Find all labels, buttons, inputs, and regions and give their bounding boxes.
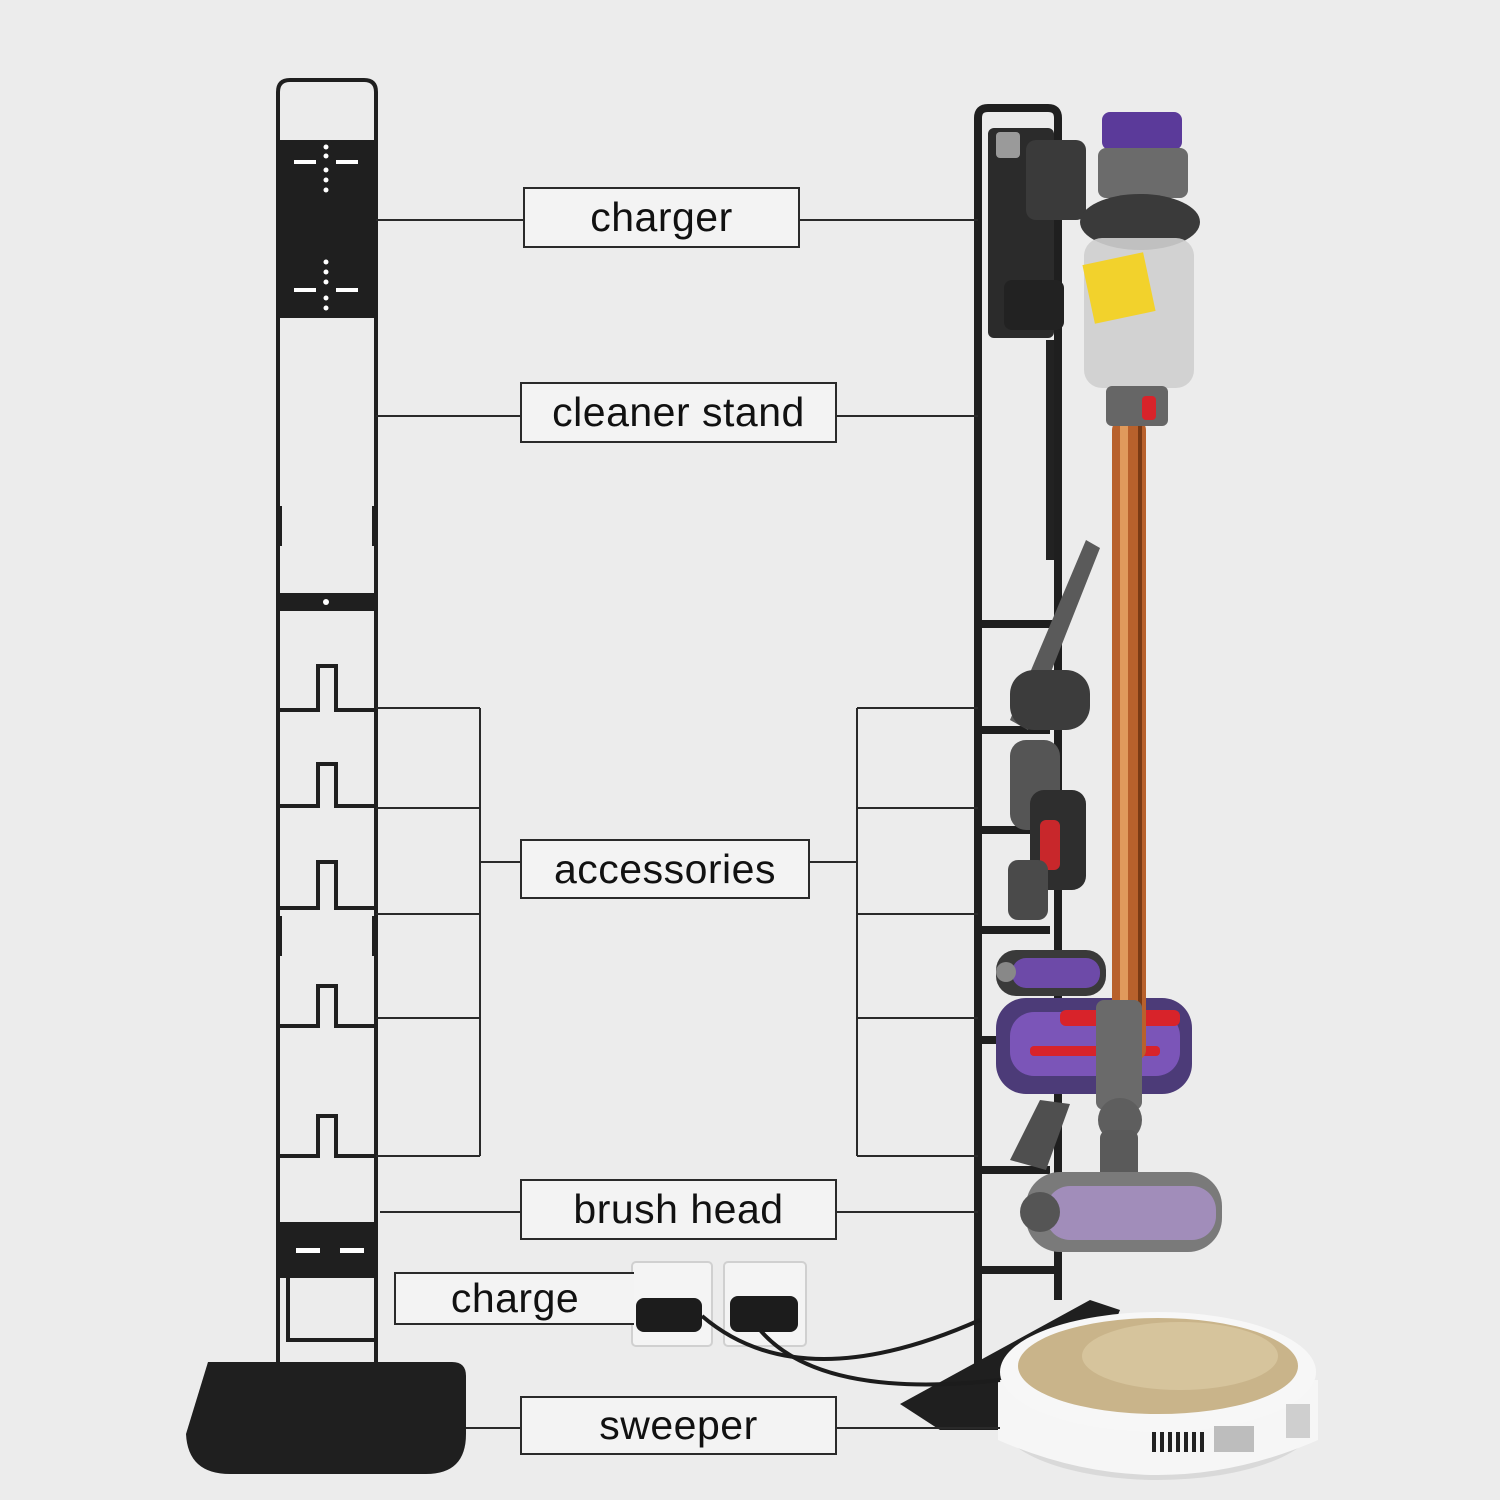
accessory-crevice-tool: [1010, 540, 1100, 730]
label-charger: charger: [523, 187, 800, 248]
accessory-soft-roller: [996, 950, 1106, 996]
label-sweeper-text: sweeper: [599, 1402, 758, 1448]
charger-plate: [278, 140, 376, 318]
label-charge: charge: [394, 1272, 634, 1325]
label-charge-text: charge: [450, 1275, 580, 1321]
label-cleaner-stand-text: cleaner stand: [552, 389, 805, 435]
stand-front-view: [186, 78, 466, 1474]
label-brush-head: brush head: [520, 1179, 837, 1240]
stand-base: [186, 1362, 466, 1474]
vacuum-floor-head: [1020, 1000, 1222, 1252]
vacuum-body: [1080, 112, 1200, 426]
stand-loaded-view: [631, 104, 1318, 1480]
accessory-motor-head: [996, 998, 1192, 1094]
accessory-extension: [1010, 1100, 1070, 1170]
accessory-combination-tool: [1008, 740, 1086, 920]
vacuum-wand: [1112, 420, 1146, 1060]
label-accessories: accessories: [520, 839, 810, 899]
label-brush-head-text: brush head: [573, 1186, 784, 1232]
charger-dock: [988, 128, 1086, 560]
wall-sockets: [631, 1261, 1001, 1387]
label-sweeper: sweeper: [520, 1396, 837, 1455]
robot-sweeper: [998, 1312, 1318, 1480]
mount-holes: [294, 144, 358, 311]
label-cleaner-stand: cleaner stand: [520, 382, 837, 443]
label-accessories-text: accessories: [554, 845, 776, 892]
label-charger-text: charger: [590, 194, 733, 240]
leader-lines: [376, 219, 1000, 1429]
